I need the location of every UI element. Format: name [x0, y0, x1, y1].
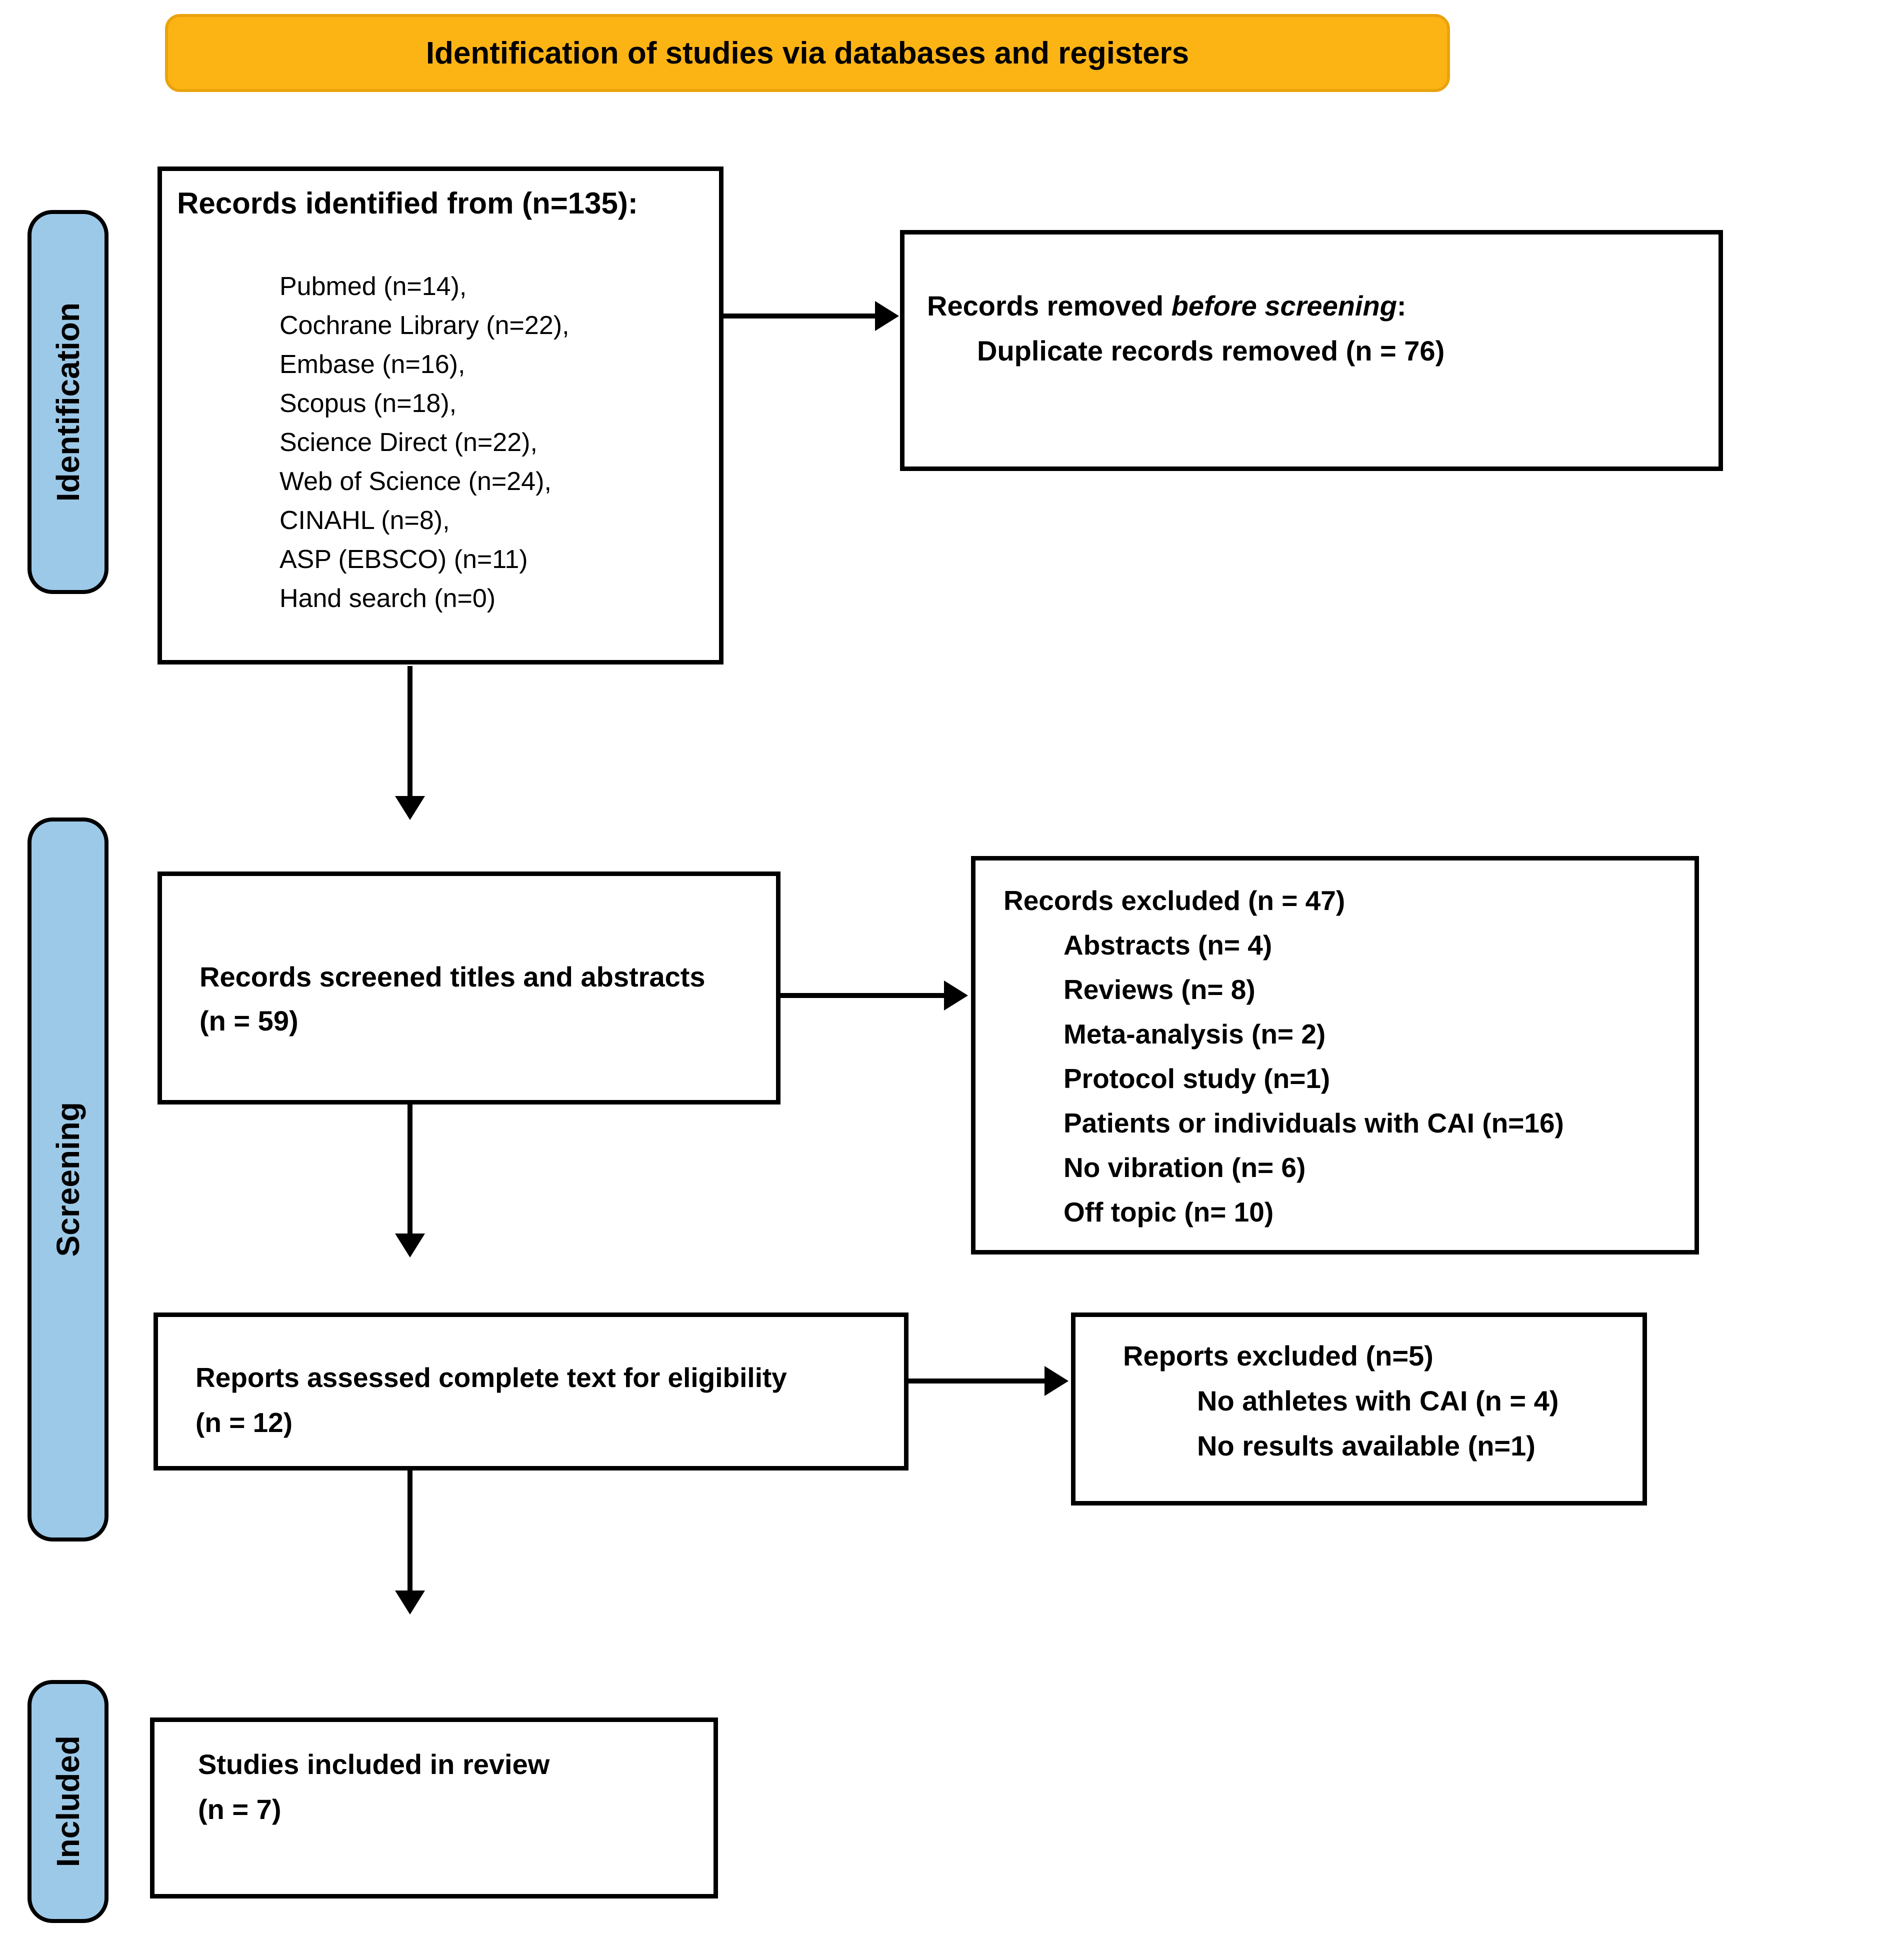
reports-excluded-item: No results available (n=1): [1197, 1430, 1536, 1462]
records-removed-title-italic: before screening: [1171, 290, 1397, 322]
database-list-item: Scopus (n=18),: [280, 389, 457, 418]
database-list-item: Science Direct (n=22),: [280, 428, 538, 457]
arrow-screened-to-excluded-line: [780, 993, 945, 998]
records-removed-box: Records removed before screening: Duplic…: [900, 230, 1723, 471]
arrow-right-icon: [875, 301, 899, 331]
arrow-identified-to-removed-line: [722, 314, 876, 318]
arrow-down-icon: [395, 1590, 425, 1614]
arrow-right-icon: [944, 980, 968, 1010]
studies-included-box: Studies included in review (n = 7): [150, 1718, 718, 1898]
records-screened-box: Records screened titles and abstracts (n…: [158, 872, 780, 1104]
stage-band-included: Included: [28, 1680, 108, 1923]
reports-assessed-line2: (n = 12): [196, 1407, 293, 1438]
database-list: Pubmed (n=14), Cochrane Library (n=22), …: [280, 267, 570, 618]
database-list-item: Pubmed (n=14),: [280, 272, 467, 301]
stage-label-screening: Screening: [50, 1102, 86, 1257]
records-removed-item: Duplicate records removed (n = 76): [977, 335, 1445, 366]
records-excluded-item: Reviews (n= 8): [1064, 974, 1256, 1005]
banner-label: Identification of studies via databases …: [426, 36, 1190, 70]
records-identified-box: Records identified from (n=135): Pubmed …: [158, 166, 724, 664]
stage-band-screening: Screening: [28, 818, 108, 1542]
records-excluded-item: Off topic (n= 10): [1064, 1196, 1274, 1228]
database-list-item: Web of Science (n=24),: [280, 467, 552, 496]
banner: Identification of studies via databases …: [165, 14, 1450, 92]
reports-assessed-line1: Reports assessed complete text for eligi…: [196, 1362, 787, 1393]
stage-band-identification: Identification: [28, 210, 108, 594]
records-excluded-item: Patients or individuals with CAI (n=16): [1064, 1108, 1564, 1138]
records-excluded-item: No vibration (n= 6): [1064, 1152, 1306, 1183]
arrow-down-icon: [395, 1234, 425, 1258]
records-screened-line1: Records screened titles and abstracts: [200, 961, 706, 992]
arrow-screened-to-assessed-line: [408, 1104, 412, 1234]
reports-excluded-item: No athletes with CAI (n = 4): [1197, 1385, 1559, 1416]
database-list-item: Hand search (n=0): [280, 584, 496, 613]
reports-assessed-box: Reports assessed complete text for eligi…: [154, 1312, 908, 1470]
records-excluded-content: Records excluded (n = 47) Abstracts (n= …: [1004, 878, 1564, 1234]
arrow-right-icon: [1044, 1366, 1068, 1396]
database-list-item: Cochrane Library (n=22),: [280, 311, 570, 340]
records-removed-title: Records removed before screening:: [927, 284, 1444, 328]
stage-label-identification: Identification: [50, 302, 86, 502]
studies-included-content: Studies included in review (n = 7): [198, 1742, 550, 1832]
database-list-item: CINAHL (n=8),: [280, 506, 450, 535]
records-excluded-title: Records excluded (n = 47): [1004, 885, 1346, 916]
records-removed-title-prefix: Records removed: [927, 290, 1172, 322]
records-identified-title: Records identified from (n=135):: [177, 186, 638, 220]
database-list-item: ASP (EBSCO) (n=11): [280, 545, 528, 574]
records-excluded-item: Abstracts (n= 4): [1064, 930, 1272, 960]
reports-excluded-content: Reports excluded (n=5) No athletes with …: [1123, 1334, 1558, 1468]
arrow-assessed-to-reports-excluded-line: [908, 1378, 1044, 1384]
database-list-item: Embase (n=16),: [280, 350, 466, 379]
reports-excluded-box: Reports excluded (n=5) No athletes with …: [1071, 1312, 1647, 1506]
reports-assessed-content: Reports assessed complete text for eligi…: [196, 1355, 787, 1445]
stage-label-included: Included: [50, 1736, 86, 1868]
studies-included-line2: (n = 7): [198, 1794, 282, 1825]
records-removed-title-suffix: :: [1396, 290, 1406, 322]
records-screened-line2: (n = 59): [200, 1005, 298, 1036]
records-screened-content: Records screened titles and abstracts (n…: [200, 955, 706, 1043]
reports-excluded-title: Reports excluded (n=5): [1123, 1340, 1434, 1372]
records-excluded-box: Records excluded (n = 47) Abstracts (n= …: [971, 856, 1699, 1254]
arrow-identified-to-screened-line: [408, 666, 412, 796]
studies-included-line1: Studies included in review: [198, 1748, 550, 1780]
records-removed-content: Records removed before screening: Duplic…: [927, 284, 1444, 374]
records-excluded-item: Meta-analysis (n= 2): [1064, 1018, 1326, 1050]
arrow-assessed-to-included-line: [408, 1470, 412, 1590]
records-excluded-item: Protocol study (n=1): [1064, 1063, 1330, 1094]
arrow-down-icon: [395, 796, 425, 820]
